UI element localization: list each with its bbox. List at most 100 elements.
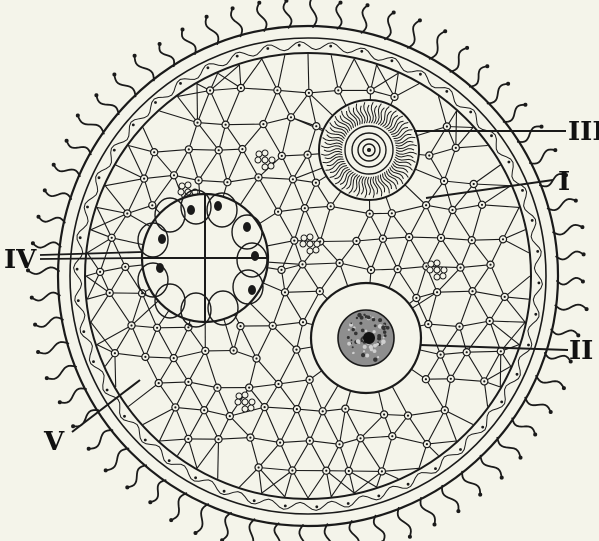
network-strand: [409, 237, 426, 266]
network-node-dot: [290, 116, 292, 118]
cilium-tip: [148, 500, 152, 504]
network-strand: [472, 240, 491, 265]
network-strand: [291, 93, 309, 117]
network-strand: [297, 350, 310, 380]
network-node-dot: [359, 437, 361, 439]
network-strand: [280, 409, 297, 443]
granule: [352, 328, 355, 331]
network-node-dot: [151, 204, 153, 206]
network-strand: [309, 93, 316, 126]
cilium-tip: [533, 433, 537, 437]
network-strand: [293, 168, 322, 179]
network-strand: [428, 324, 459, 327]
membrane-dot: [347, 502, 350, 505]
network-node-dot: [444, 409, 446, 411]
membrane-dot: [154, 101, 157, 104]
granule: [383, 331, 386, 334]
cilium-tip: [104, 468, 108, 472]
network-node-dot: [255, 357, 257, 359]
network-strand: [354, 59, 370, 91]
cilium: [47, 366, 76, 379]
membrane-dot: [521, 189, 524, 192]
network-node-dot: [218, 149, 220, 151]
network-strand: [198, 123, 226, 125]
network-strand: [152, 175, 174, 205]
network-strand: [371, 239, 383, 270]
network-strand: [441, 327, 460, 355]
network-strand: [273, 322, 303, 326]
cilium: [35, 317, 63, 327]
network-node-dot: [262, 123, 264, 125]
network-strand: [310, 411, 323, 440]
network-strand: [308, 126, 317, 155]
network-strand: [427, 410, 445, 444]
cilium-tip: [478, 493, 482, 497]
network-node-dot: [355, 240, 357, 242]
membrane-dot: [132, 124, 135, 127]
network-node-dot: [158, 382, 160, 384]
network-strand: [159, 382, 189, 383]
cilium-tip: [585, 307, 589, 311]
network-strand: [250, 407, 264, 438]
cilium: [39, 217, 65, 223]
network-strand: [297, 409, 310, 441]
network-strand: [416, 266, 426, 298]
network-strand: [282, 241, 295, 270]
cilium: [257, 3, 267, 31]
granule: [434, 260, 440, 266]
lobe-nucleus: [248, 285, 256, 295]
network-strand: [174, 327, 189, 358]
network-strand: [226, 125, 243, 149]
network-strand: [227, 149, 242, 182]
network-node-dot: [319, 290, 321, 292]
network-strand: [205, 351, 217, 388]
granule: [256, 151, 262, 157]
network-strand: [370, 214, 383, 239]
cilium-tip: [433, 523, 437, 527]
network-strand: [490, 297, 505, 321]
cilium: [127, 465, 146, 487]
cilium: [248, 519, 254, 541]
network-strand: [282, 117, 291, 156]
cilium: [67, 141, 91, 155]
network-strand: [361, 438, 382, 471]
network-strand: [398, 269, 417, 298]
granule: [361, 329, 365, 333]
network-node-dot: [425, 378, 427, 380]
membrane-dot: [236, 55, 239, 58]
network-strand: [444, 181, 474, 184]
membrane-dot: [79, 236, 82, 239]
network-strand: [345, 409, 360, 439]
network-strand: [145, 357, 173, 358]
cilium: [556, 252, 583, 260]
network-strand: [460, 321, 490, 327]
granule: [377, 356, 379, 358]
membrane-dot: [481, 426, 484, 429]
network-node-dot: [308, 92, 310, 94]
cilium: [462, 472, 480, 495]
network-strand: [441, 238, 461, 268]
granule: [352, 346, 354, 348]
granule: [354, 332, 358, 336]
network-node-dot: [307, 154, 309, 156]
membrane-dot: [266, 47, 269, 50]
network-strand: [144, 175, 174, 178]
granule: [381, 339, 386, 344]
network-node-dot: [446, 125, 448, 127]
network-strand: [210, 91, 226, 125]
network-strand: [473, 265, 491, 292]
network-node-dot: [440, 237, 442, 239]
cilium: [299, 525, 306, 541]
network-strand: [331, 206, 370, 213]
network-strand: [398, 237, 410, 269]
cilium: [182, 30, 196, 55]
network-strand: [292, 441, 309, 471]
network-node-dot: [489, 264, 491, 266]
network-strand: [278, 179, 293, 211]
cilium: [150, 480, 165, 502]
network-strand: [293, 155, 308, 180]
label-ii: II: [569, 336, 593, 366]
cilium-tip: [562, 386, 566, 390]
network-strand: [273, 326, 297, 350]
